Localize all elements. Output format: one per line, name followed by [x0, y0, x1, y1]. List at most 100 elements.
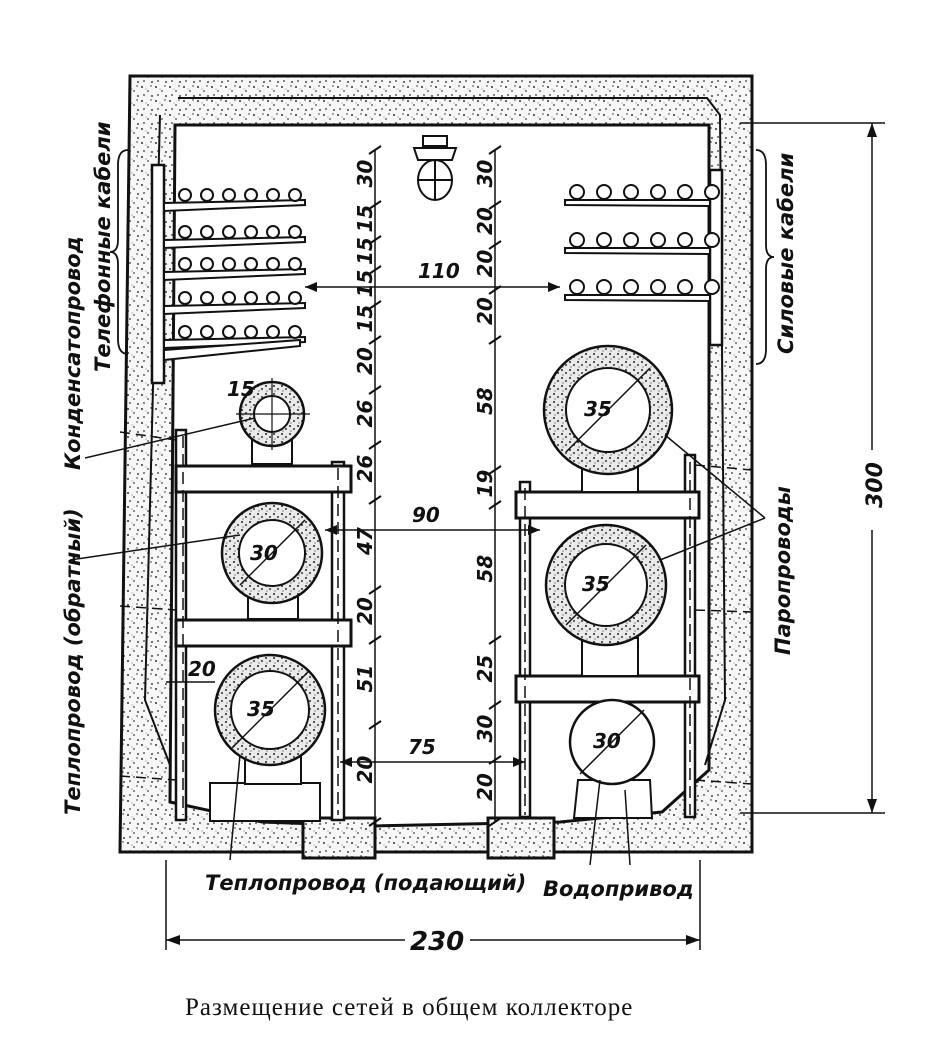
cable	[244, 257, 258, 271]
cable	[222, 257, 236, 271]
cable	[677, 279, 693, 295]
dim-tick	[488, 200, 502, 210]
cable	[650, 184, 666, 200]
dim-span-90: 90	[412, 503, 440, 527]
dim-left-0: 30	[353, 160, 377, 188]
dim-tick	[368, 495, 382, 505]
dim-overall-height: 300	[863, 462, 888, 508]
dim-span-110: 110	[418, 259, 460, 283]
cable	[200, 188, 214, 202]
label-water-pipe: Водопривод	[543, 877, 694, 901]
cable	[244, 225, 258, 239]
dim-tick	[368, 585, 382, 595]
dimension-lines	[69, 122, 885, 950]
cable	[288, 291, 302, 305]
cable-shelf	[163, 338, 301, 362]
cable	[178, 291, 192, 305]
left-pipe-stand	[119, 428, 353, 822]
lower-steam-pipe: 35	[544, 523, 668, 677]
dim-left-5: 20	[353, 347, 377, 375]
cable-shelf	[163, 235, 306, 250]
dim-tick	[368, 265, 382, 275]
dim-tick	[488, 500, 502, 510]
cable	[244, 325, 258, 339]
dim-left-10: 51	[353, 665, 377, 693]
dim-tick	[368, 385, 382, 395]
dim-tick	[368, 200, 382, 210]
cable	[178, 188, 192, 202]
dim-right-9: 20	[473, 773, 497, 801]
cable	[266, 291, 280, 305]
upper-steam-pipe-diameter: 35	[584, 397, 612, 421]
dim-tick	[368, 440, 382, 450]
dim-right-4: 58	[473, 387, 497, 415]
dim-span-75: 75	[408, 735, 436, 759]
cable	[704, 232, 720, 248]
cable	[222, 225, 236, 239]
condensate-pipe: 15	[227, 377, 310, 465]
cable	[596, 184, 612, 200]
cable-shelf	[564, 294, 711, 303]
cable	[569, 279, 585, 295]
dim-tick	[488, 465, 502, 475]
figure-caption: Размещение сетей в общем коллекторе	[185, 994, 633, 1021]
dim-right-2: 20	[473, 250, 497, 278]
dim-left-2: 15	[353, 237, 377, 265]
dim-left-6: 26	[353, 400, 377, 428]
cable	[288, 225, 302, 239]
cable	[222, 291, 236, 305]
cable	[596, 232, 612, 248]
cable-shelf	[163, 335, 306, 350]
cable	[178, 225, 192, 239]
upper-steam-pipe: 35	[542, 344, 674, 493]
dim-right-0: 30	[473, 160, 497, 188]
dim-right-8: 30	[473, 715, 497, 743]
cable	[266, 325, 280, 339]
cable	[178, 257, 192, 271]
cable	[623, 184, 639, 200]
cable	[266, 188, 280, 202]
dim-tick	[488, 335, 502, 345]
dim-tick	[368, 235, 382, 245]
cable	[222, 325, 236, 339]
condensate-pipe-diameter: 15	[227, 377, 255, 401]
cable	[704, 279, 720, 295]
dim-tick	[368, 335, 382, 345]
label-heat-pipe-supply: Теплопровод (подающий)	[205, 871, 526, 895]
dim-tick	[488, 145, 502, 155]
dim-tick	[368, 635, 382, 645]
ceiling-lamp-icon	[412, 135, 458, 201]
dim-tick	[368, 720, 382, 730]
cable	[200, 325, 214, 339]
cable	[650, 232, 666, 248]
dim-tick	[368, 145, 382, 155]
telephone-cable-rack	[150, 163, 306, 385]
cable	[596, 279, 612, 295]
cable	[677, 232, 693, 248]
supply-heat-pipe-diameter: 35	[247, 697, 275, 721]
cable	[178, 325, 192, 339]
cable	[200, 291, 214, 305]
cable	[623, 279, 639, 295]
dim-left-9: 20	[353, 597, 377, 625]
cable	[244, 291, 258, 305]
return-heat-pipe: 30	[220, 501, 324, 620]
cable	[288, 188, 302, 202]
dim-left-7: 26	[353, 455, 377, 483]
cable-shelf	[163, 198, 306, 213]
cable-shelf	[163, 301, 306, 316]
lower-steam-pipe-diameter: 35	[582, 572, 610, 596]
cable	[288, 257, 302, 271]
dim-right-6: 58	[473, 555, 497, 583]
cable	[200, 225, 214, 239]
cable	[677, 184, 693, 200]
power-cable-rack	[564, 168, 724, 347]
cable	[288, 325, 302, 339]
dim-offset-20: 20	[188, 657, 216, 681]
right-pipe-stand	[514, 453, 753, 819]
supply-heat-pipe: 35	[213, 653, 327, 785]
label-condensate-pipe: Конденсатопровод	[61, 236, 85, 470]
dim-overall-width: 230	[410, 927, 464, 957]
cable	[623, 232, 639, 248]
